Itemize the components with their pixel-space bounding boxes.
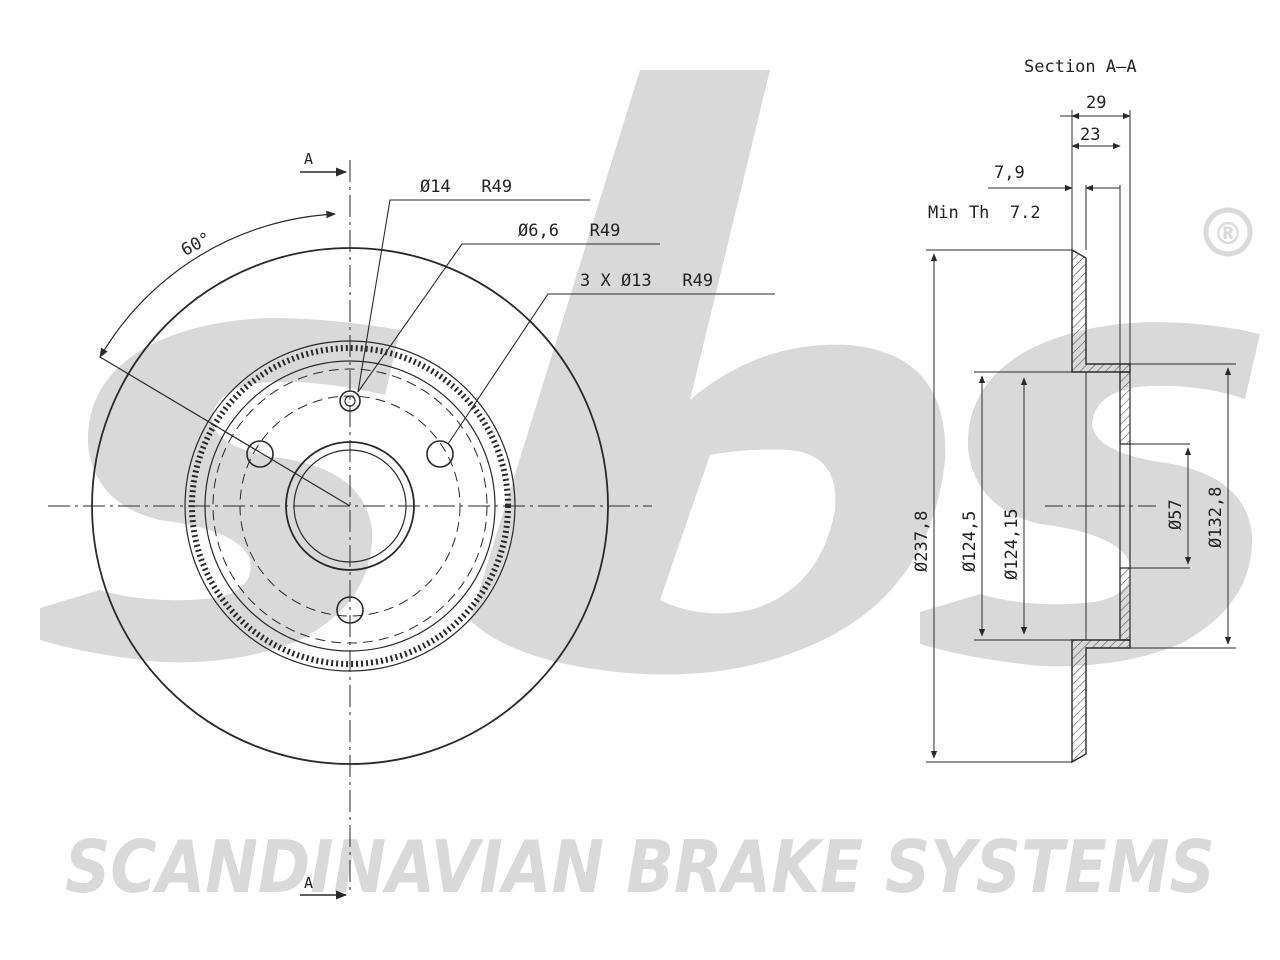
section-view xyxy=(926,110,1236,764)
dia-132-8: Ø132,8 xyxy=(1206,487,1226,548)
dim-29: 29 xyxy=(1086,93,1106,113)
section-title: Section A—A xyxy=(1024,57,1137,77)
section-marker-bottom: A xyxy=(304,874,313,892)
dim-23: 23 xyxy=(1080,125,1100,145)
dia-237-8: Ø237,8 xyxy=(912,511,932,572)
bolt-hole-left xyxy=(246,440,274,468)
registered-symbol: ® xyxy=(1213,217,1243,252)
front-view xyxy=(48,160,775,900)
dim-7-9: 7,9 xyxy=(994,163,1025,183)
min-thickness: Min Th 7.2 xyxy=(928,203,1041,223)
section-marker-top: A xyxy=(304,150,313,168)
dia-124-15: Ø124,15 xyxy=(1002,508,1022,580)
callout-holes-13: 3 X Ø13 R49 xyxy=(580,271,713,291)
registered-mark: ® xyxy=(1203,207,1253,257)
tagline-watermark: SCANDINAVIAN BRAKE SYSTEMS xyxy=(65,825,1215,909)
bolt-hole-right xyxy=(426,440,454,468)
dia-124-5: Ø124,5 xyxy=(960,511,980,572)
callout-hole-14: Ø14 R49 xyxy=(420,177,512,197)
dia-57: Ø57 xyxy=(1166,499,1186,530)
callout-hole-6-6: Ø6,6 R49 xyxy=(518,221,620,241)
sbs-logo-watermark xyxy=(40,70,1260,675)
angle-label: 60° xyxy=(178,229,215,261)
